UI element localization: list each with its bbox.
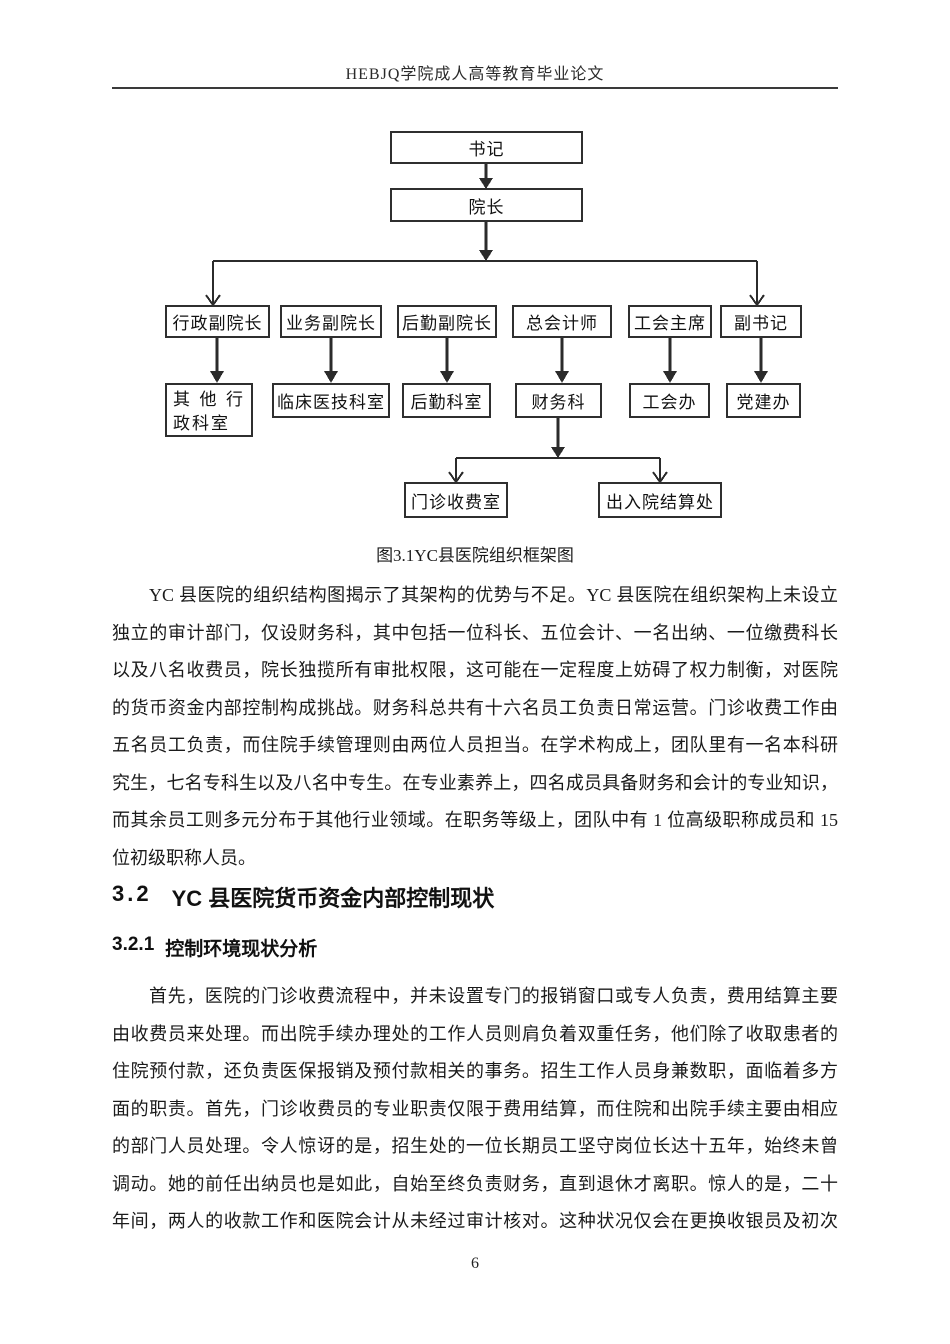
text-line: 五名员工负责，而住院手续管理则由两位人员担当。在学术构成上，团队里有一名本科研 [112, 735, 838, 755]
org-box-dean: 院长 [390, 188, 583, 222]
text-line: 首先，医院的门诊收费流程中，并未设置专门的报销窗口或专人负责，费用结算主要 [149, 986, 838, 1006]
section-number: 3.2 [112, 881, 152, 906]
org-box-union-office: 工会办 [629, 383, 710, 418]
org-chart-connectors [205, 164, 768, 484]
subsection-number: 3.2.1 [112, 934, 155, 955]
text-line: 由收费员来处理。而出院手续办理处的工作人员则肩负着双重任务，他们除了收取患者的 [112, 1023, 838, 1044]
header-rule [112, 87, 838, 89]
org-box-secretary: 书记 [390, 131, 583, 164]
arrowhead-fushuji [754, 371, 768, 383]
org-box-logistics-vice-dean: 后勤副院长 [397, 305, 497, 338]
org-box-admission-settlement: 出入院结算处 [598, 482, 722, 518]
arrowhead-dean-stem [479, 250, 493, 261]
text-line: YC 县医院的组织结构图揭示了其架构的优势与不足。YC 县医院在组织架构上未设立 [149, 585, 838, 605]
org-box-business-vice-dean: 业务副院长 [280, 305, 382, 338]
paragraph-2: 首先，医院的门诊收费流程中，并未设置专门的报销窗口或专人负责，费用结算主要 由收… [112, 978, 838, 1241]
arrowhead-houqin [440, 371, 454, 383]
paragraph-1: YC 县医院的组织结构图揭示了其架构的优势与不足。YC 县医院在组织架构上未设立… [112, 577, 838, 877]
text-line: 位初级职称人员。 [112, 847, 256, 868]
page-number: 6 [471, 1255, 479, 1272]
figure-caption: 图3.1YC县医院组织框架图 [376, 546, 574, 565]
arrowhead-secretary-to-dean [479, 178, 493, 189]
org-box-party-office: 党建办 [726, 383, 801, 418]
arrowhead-zonghuiji [555, 371, 569, 383]
section-title: YC 县医院货币资金内部控制现状 [171, 886, 495, 911]
arrowhead-yewu [324, 371, 338, 383]
text-line: 面的职责。首先，门诊收费员的专业职责仅限于费用结算，而住院和出院手续主要由相应 [112, 1098, 838, 1119]
section-heading: 3.2 YC 县医院货币资金内部控制现状 [112, 881, 494, 913]
org-box-other-admin-depts: 其他行政科室 [165, 383, 253, 437]
subsection-title: 控制环境现状分析 [165, 939, 318, 960]
org-box-deputy-secretary: 副书记 [720, 305, 802, 338]
org-box-admin-vice-dean: 行政副院长 [165, 305, 270, 338]
org-box-union-chairman: 工会主席 [628, 305, 712, 338]
text-line: 年间，两人的收款工作和医院会计从未经过审计核对。这种状况仅会在更换收银员及初次 [112, 1211, 838, 1231]
text-line: 究生，七名专科生以及八名中专生。在专业素养上，四名成员具备财务和会计的专业知识， [112, 772, 838, 793]
text-line: 的部门人员处理。令人惊讶的是，招生处的一位长期员工坚守岗位长达十五年，始终未曾 [112, 1136, 838, 1156]
arrowhead-xingzheng [210, 371, 224, 383]
org-box-logistics-dept: 后勤科室 [402, 383, 491, 418]
text-line: 的货币资金内部控制构成挑战。财务科总共有十六名员工负责日常运营。门诊收费工作由 [112, 697, 838, 718]
text-line: 调动。她的前任出纳员也是如此，自始至终负责财务，直到退休才离职。惊人的是，二十 [112, 1173, 838, 1194]
text-line: 住院预付款，还负责医保报销及预付款相关的事务。招生工作人员身兼数职，面临着多方 [112, 1061, 838, 1081]
page-header-title: HEBJQ学院成人高等教育毕业论文 [345, 66, 605, 83]
org-box-clinical-depts: 临床医技科室 [272, 383, 390, 418]
text-line: 而其余员工则多元分布于其他行业领域。在职务等级上，团队中有 1 位高级职称成员和… [112, 810, 838, 830]
org-box-chief-accountant: 总会计师 [512, 305, 612, 338]
arrowhead-caiwuke-stem [551, 447, 565, 458]
org-box-outpatient-fee-room: 门诊收费室 [404, 482, 508, 518]
org-box-finance-dept: 财务科 [515, 383, 602, 418]
org-chart: 书记 院长 行政副院长 业务副院长 后勤副院长 总会计师 工会主席 副书记 其他… [0, 120, 950, 540]
arrowhead-gonghui [663, 371, 677, 383]
text-line: 以及八名收费员，院长独揽所有审批权限，这可能在一定程度上妨碍了权力制衡，对医院 [112, 660, 838, 680]
text-line: 独立的审计部门，仅设财务科，其中包括一位科长、五位会计、一名出纳、一位缴费科长 [112, 622, 838, 643]
subsection-heading: 3.2.1 控制环境现状分析 [112, 934, 317, 961]
